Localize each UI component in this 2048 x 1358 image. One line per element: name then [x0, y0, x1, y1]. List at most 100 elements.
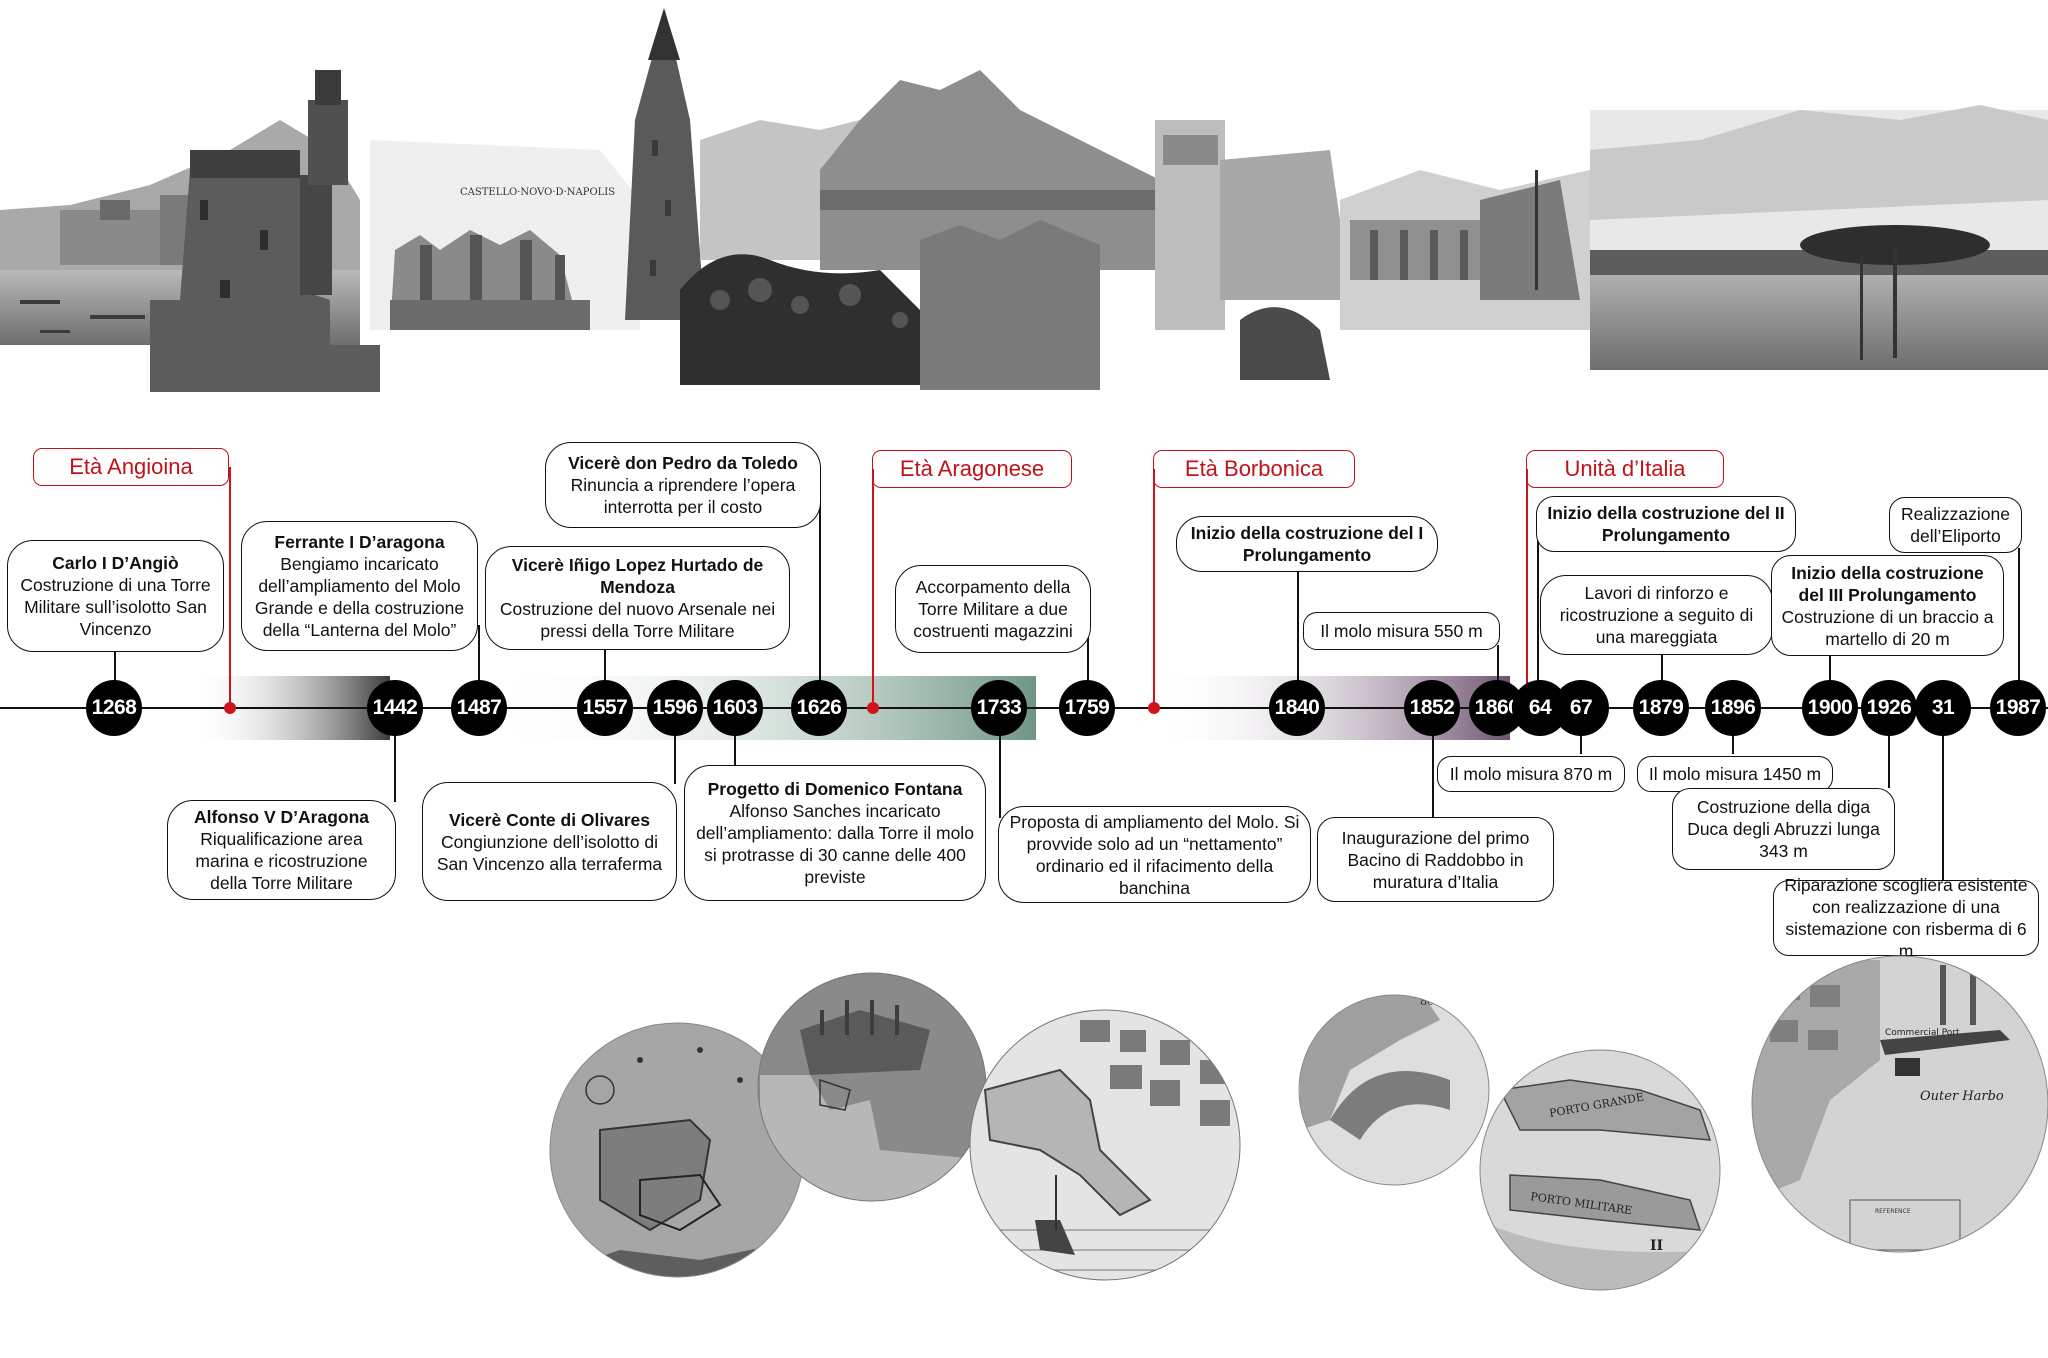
event-1840: Inizio della costruzione del I Prolungam…: [1176, 516, 1438, 572]
historical-collage: CASTELLO·NOVO·D·NAPOLIS: [0, 8, 2048, 392]
collage-caption: CASTELLO·NOVO·D·NAPOLIS: [460, 187, 615, 198]
year-1867: 67: [1553, 680, 1609, 736]
event-1487: Ferrante I D’aragona Bengiamo incaricato…: [241, 521, 478, 651]
connector-1626: [819, 495, 821, 685]
connector-1759: [1087, 600, 1089, 688]
year-1840: 1840: [1269, 680, 1325, 736]
event-1900: Inizio della costruzione del III Prolung…: [1771, 555, 2004, 656]
event-1442-text: Riqualificazione area marina e ricostruz…: [195, 829, 368, 893]
event-1759-text: Proposta di ampliamento del Molo. Si pro…: [1009, 811, 1300, 898]
connector-1733: [999, 730, 1001, 818]
year-1733: 1733: [971, 680, 1027, 736]
map-borbonica-circle: 80: [1299, 995, 1489, 1185]
era-band-angioina: [190, 676, 390, 740]
year-1879: 1879: [1633, 680, 1689, 736]
connector-1864: [1537, 540, 1539, 685]
year-1987: 1987: [1990, 680, 2046, 736]
map-porto-grande-circle: PORTO GRANDE PORTO MILITARE II: [1480, 1050, 1720, 1290]
map-label-commercial-port: Commercial Port: [1885, 1028, 1960, 1038]
era-connector-italia: [1526, 469, 1528, 708]
year-1926: 1926: [1861, 680, 1917, 736]
connector-1840: [1297, 570, 1299, 685]
map-label-outer-harbor: Outer Harbo: [1920, 1089, 2004, 1104]
connector-1603: [734, 730, 736, 766]
event-1931: Riparazione scogliera esistente con real…: [1773, 875, 2039, 961]
event-1860: Il molo misura 550 m: [1303, 612, 1500, 650]
event-1596: Vicerè Conte di Olivares Congiunzione de…: [422, 782, 677, 901]
vesuvius-panorama-illustration: [820, 70, 1340, 390]
year-1900: 1900: [1802, 680, 1858, 736]
event-1603-text: Alfonso Sanches incaricato dell’ampliame…: [696, 801, 974, 887]
event-1852: Inaugurazione del primo Bacino di Raddob…: [1317, 817, 1554, 902]
era-label-angioina: Età Angioina: [33, 448, 229, 486]
event-1733: Accorpamento della Torre Militare a due …: [895, 565, 1091, 653]
bourbon-harbor-illustration: [1340, 170, 1590, 330]
connector-1557: [604, 648, 606, 688]
event-1596-text: Congiunzione dell’isolotto di San Vincen…: [436, 831, 663, 874]
map-bay-engraving-circle: [970, 1010, 1240, 1280]
year-1852: 1852: [1404, 680, 1460, 736]
event-1864: Inizio della costruzione del II Prolunga…: [1536, 496, 1796, 552]
connector-1860: [1497, 645, 1499, 685]
year-1442: 1442: [367, 680, 423, 736]
map-label-80: 80: [1420, 995, 1434, 1008]
connector-1852: [1432, 730, 1434, 820]
event-1557: Vicerè Iñigo Lopez Hurtado de Mendoza Co…: [485, 546, 790, 650]
event-1557-text: Costruzione del nuovo Arsenale nei press…: [499, 599, 776, 641]
event-1900-title: Inizio della costruzione del III Prolung…: [1791, 562, 1984, 605]
year-1626: 1626: [791, 680, 847, 736]
event-1926-text: Costruzione della diga Duca degli Abruzz…: [1687, 797, 1880, 861]
map-label-porto-grande: PORTO GRANDE: [1548, 1091, 1645, 1120]
event-1864-title: Inizio della costruzione del II Prolunga…: [1547, 503, 1785, 545]
event-1603-title: Progetto di Domenico Fontana: [707, 779, 963, 799]
era-connector-angioina: [229, 467, 231, 708]
era-connector-aragonese: [872, 469, 874, 708]
event-1626-title: Vicerè don Pedro da Toledo: [568, 453, 798, 473]
map-modern-port-circle: Commercial Port Outer Harbo REFERENCE: [1752, 956, 2048, 1252]
event-1487-text: Bengiamo incaricato dell’ampliamento del…: [254, 554, 465, 640]
era-label-borbonica: Età Borbonica: [1153, 450, 1355, 488]
connector-1987: [2018, 548, 2020, 685]
event-1867: Il molo misura 870 m: [1437, 756, 1625, 792]
connector-1926: [1888, 730, 1890, 788]
event-1926: Costruzione della diga Duca degli Abruzz…: [1672, 788, 1895, 870]
year-1268: 1268: [86, 680, 142, 736]
era-label-italia: Unità d’Italia: [1526, 450, 1724, 488]
connector-1896: [1732, 730, 1734, 754]
era-dot-borbonica: [1148, 702, 1160, 714]
harbor-illustration-angioina: [0, 70, 380, 392]
year-1596: 1596: [647, 680, 703, 736]
event-1557-title: Vicerè Iñigo Lopez Hurtado de Mendoza: [511, 555, 764, 597]
map-aragonese-circle: [758, 973, 986, 1201]
modern-port-panorama: [1590, 105, 2048, 370]
event-1268: Carlo I D’Angiò Costruzione di una Torre…: [7, 540, 224, 652]
year-1931: 31: [1915, 680, 1971, 736]
era-connector-borbonica: [1153, 469, 1155, 708]
event-1896: Il molo misura 1450 m: [1637, 756, 1833, 792]
map-label-ii: II: [1650, 1238, 1663, 1254]
event-1268-text: Costruzione di una Torre Militare sull’i…: [20, 575, 211, 639]
event-1596-title: Vicerè Conte di Olivares: [448, 809, 651, 830]
map-label-reference: REFERENCE: [1875, 1208, 1911, 1215]
connector-1879: [1661, 652, 1663, 685]
event-1852-text: Inaugurazione del primo Bacino di Raddob…: [1341, 827, 1530, 892]
connector-1268: [114, 650, 116, 690]
year-1557: 1557: [577, 680, 633, 736]
year-1759: 1759: [1059, 680, 1115, 736]
event-1879-text: Lavori di rinforzo e ricostruzione a seg…: [1559, 583, 1754, 647]
map-angioina-circle: [550, 1023, 804, 1277]
event-1733-text: Accorpamento della Torre Militare a due …: [913, 577, 1073, 641]
year-1860: 1860: [1469, 680, 1525, 736]
event-1840-title: Inizio della costruzione del I Prolungam…: [1190, 523, 1424, 565]
connector-1442: [394, 730, 396, 802]
event-1860-text: Il molo misura 550 m: [1320, 621, 1483, 641]
connector-1867: [1580, 730, 1582, 754]
year-1487: 1487: [451, 680, 507, 736]
event-1442-title: Alfonso V D’Aragona: [193, 807, 369, 827]
event-1626-text: Rinuncia a riprendere l’opera interrotta…: [570, 475, 796, 517]
event-1442: Alfonso V D’Aragona Riqualificazione are…: [167, 800, 396, 900]
castello-nuovo-engraving: CASTELLO·NOVO·D·NAPOLIS: [370, 140, 640, 330]
connector-1900: [1829, 654, 1831, 685]
event-1896-text: Il molo misura 1450 m: [1648, 764, 1822, 784]
event-1900-text: Costruzione di un braccio a martello di …: [1781, 606, 1994, 649]
